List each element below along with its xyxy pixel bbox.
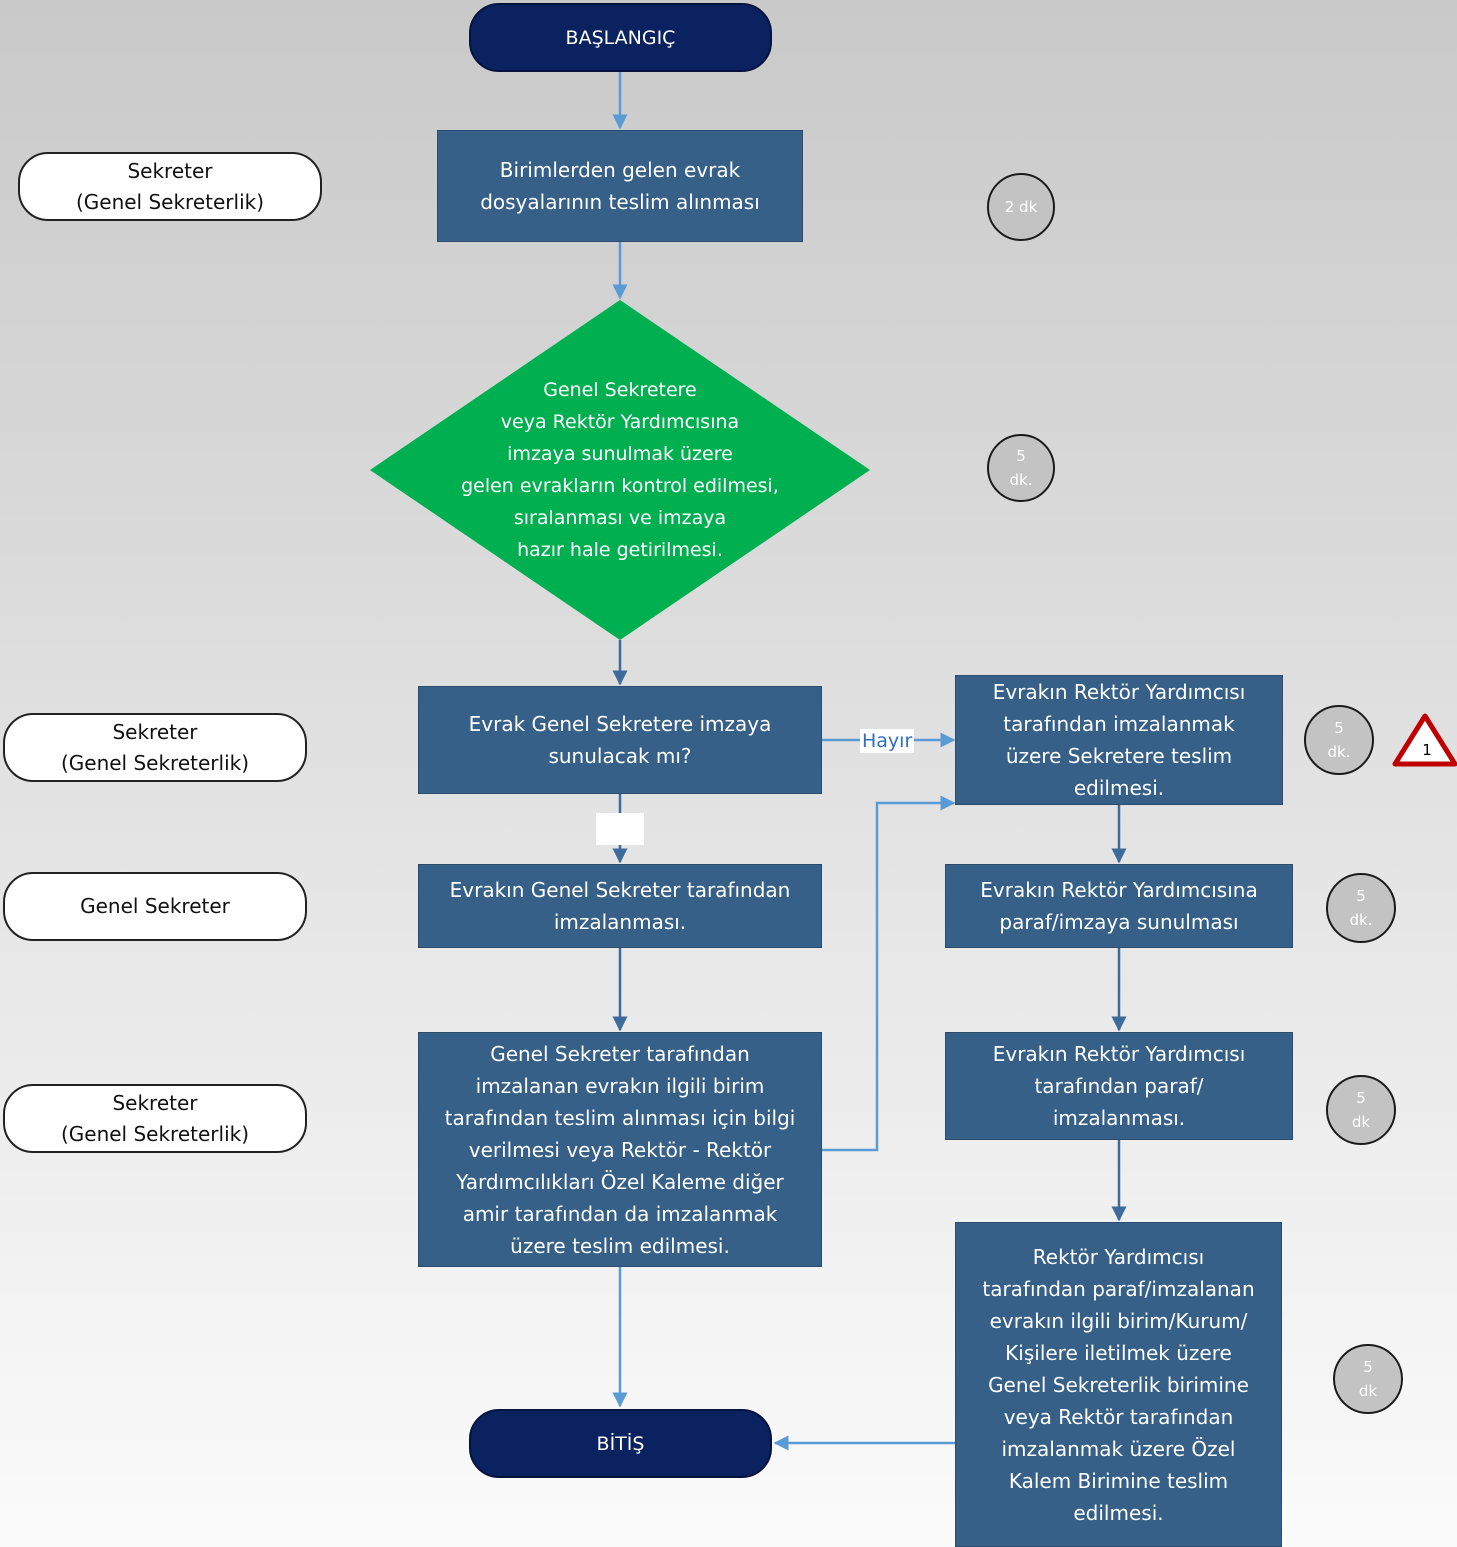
- role-secretary-2: Sekreter (Genel Sekreterlik): [3, 713, 307, 782]
- warning-number: 1: [1422, 741, 1432, 759]
- timer-ry-sign: 5 dk: [1326, 1075, 1396, 1145]
- role-secretary-3: Sekreter (Genel Sekreterlik): [3, 1084, 307, 1153]
- timer-ry-deliver: 5 dk.: [1304, 705, 1374, 775]
- step-ry-sign: Evrakın Rektör Yardımcısı tarafından par…: [945, 1032, 1293, 1140]
- timer-ry-present: 5 dk.: [1326, 873, 1396, 943]
- decision-check-documents: Genel Sekretere veya Rektör Yardımcısına…: [461, 379, 779, 561]
- timer-ry-forward: 5 dk: [1333, 1344, 1403, 1414]
- end-terminal: BİTİŞ: [469, 1409, 772, 1478]
- step-ry-deliver: Evrakın Rektör Yardımcısı tarafından imz…: [955, 675, 1283, 805]
- timer-receive: 2 dk: [987, 173, 1055, 241]
- step-ry-forward: Rektör Yardımcısı tarafından paraf/imzal…: [955, 1222, 1282, 1547]
- role-general-secretary: Genel Sekreter: [3, 872, 307, 941]
- step-gs-inform: Genel Sekreter tarafından imzalanan evra…: [418, 1032, 822, 1267]
- step-question-gs: Evrak Genel Sekretere imzaya sunulacak m…: [418, 686, 822, 794]
- role-secretary-1: Sekreter (Genel Sekreterlik): [18, 152, 322, 221]
- arrow-gs-inform-to-ry-deliver: [821, 795, 956, 1152]
- start-terminal: BAŞLANGIÇ: [469, 3, 772, 72]
- timer-decision: 5 dk.: [987, 434, 1055, 502]
- step-gs-sign: Evrakın Genel Sekreter tarafından imzala…: [418, 864, 822, 948]
- step-receive-documents: Birimlerden gelen evrak dosyalarının tes…: [437, 130, 803, 242]
- label-no: Hayır: [860, 729, 915, 753]
- warning-triangle-icon: 1: [1392, 713, 1457, 767]
- step-ry-present: Evrakın Rektör Yardımcısına paraf/imzaya…: [945, 864, 1293, 948]
- label-yes-blank: [596, 813, 644, 845]
